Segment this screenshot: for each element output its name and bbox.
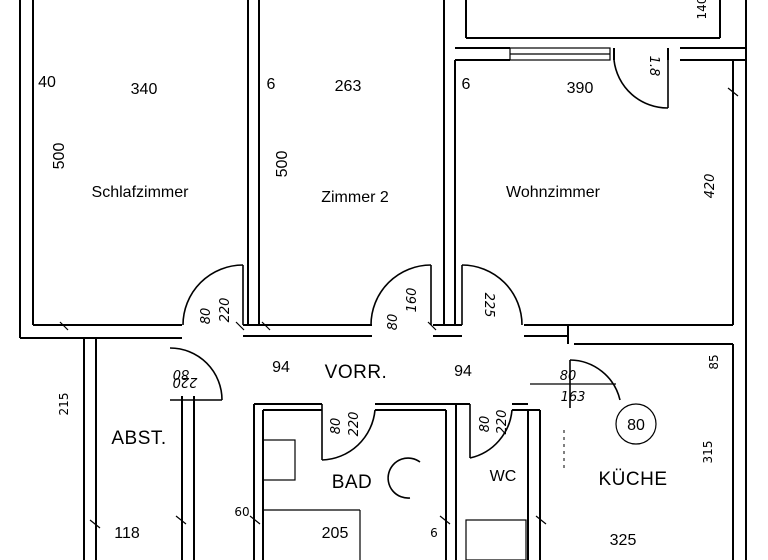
dim-z2-depth: 500 [274,151,291,178]
tick [89,519,101,529]
room-label-wohnzimmer: Wohnzimmer [506,184,601,201]
door-kueche-swing [569,359,621,401]
dim-vorr-right: 94 [454,363,472,380]
dim-schlaf-width: 340 [131,81,158,98]
dim-z2-left: 6 [267,76,276,93]
dim-door2-w: 80 [386,314,401,331]
door-schlaf-swing [182,264,244,326]
dim-bad-width: 205 [322,525,349,542]
dim-stove: 80 [627,417,645,434]
dim-door1-w: 80 [199,308,214,325]
dim-door2-h: 160 [405,288,420,313]
door-balcony-swing [613,59,669,109]
room-label-wc: WC [490,468,517,485]
dim-kueche-315: 315 [701,441,715,464]
dim-balcony-door: 1.8 [646,56,661,77]
dim-door-abst-h: 220 [173,374,198,389]
dim-wohn-width: 390 [567,80,594,97]
wc-fixture [465,519,527,560]
dim-bad-6: 6 [430,526,438,540]
room-label-vorr: VORR. [325,362,388,383]
dim-kueche-85: 85 [707,354,721,369]
tick [439,515,451,525]
tick [535,515,547,525]
dim-door3-h: 225 [481,293,496,318]
bad-shower-arc [387,457,421,499]
dim-bad-60: 60 [234,505,249,519]
doors [169,59,669,499]
room-label-bad: BAD [332,472,373,493]
tick [261,321,271,331]
dim-wc-door-w: 80 [478,416,493,433]
tick [427,321,437,331]
dim-door-kueche-h: 163 [561,390,586,405]
dim-door-abst-w: 80 [173,366,190,381]
door-z2-swing [370,264,432,326]
dim-balcony-top: 140 [695,0,709,19]
dim-door1-h: 220 [218,298,233,323]
dim-wohn-left: 6 [462,76,471,93]
tick [175,515,187,525]
tick [249,515,261,525]
tick [727,87,739,97]
dim-kueche-width: 325 [610,532,637,549]
room-label-zimmer2: Zimmer 2 [321,189,389,206]
door-bad-swing [321,409,376,461]
room-label-schlafzimmer: Schlafzimmer [92,184,190,201]
door-wohn-swing [461,264,523,326]
dim-wohn-depth: 420 [703,174,718,199]
walls [19,0,747,560]
door-wc-swing [469,409,513,459]
dim-abst-depth: 215 [57,393,71,416]
room-label-kueche: KÜCHE [598,469,667,490]
dim-bad-door-h: 220 [347,412,362,437]
bad-sink [262,439,296,481]
dim-schlaf-left: 40 [38,74,56,91]
dim-wc-door-h: 220 [495,410,510,435]
dim-schlaf-depth: 500 [51,143,68,170]
room-label-abst: ABST. [111,428,166,449]
tick [235,321,245,331]
dim-z2-width: 263 [335,78,362,95]
dim-abst-width: 118 [114,525,140,542]
stove-circle [615,403,657,445]
tick [59,321,69,331]
dim-bad-door-w: 80 [329,418,344,435]
door-abst-swing [169,347,223,401]
dim-vorr-left: 94 [272,359,290,376]
dim-door-kueche-w: 80 [560,369,577,384]
